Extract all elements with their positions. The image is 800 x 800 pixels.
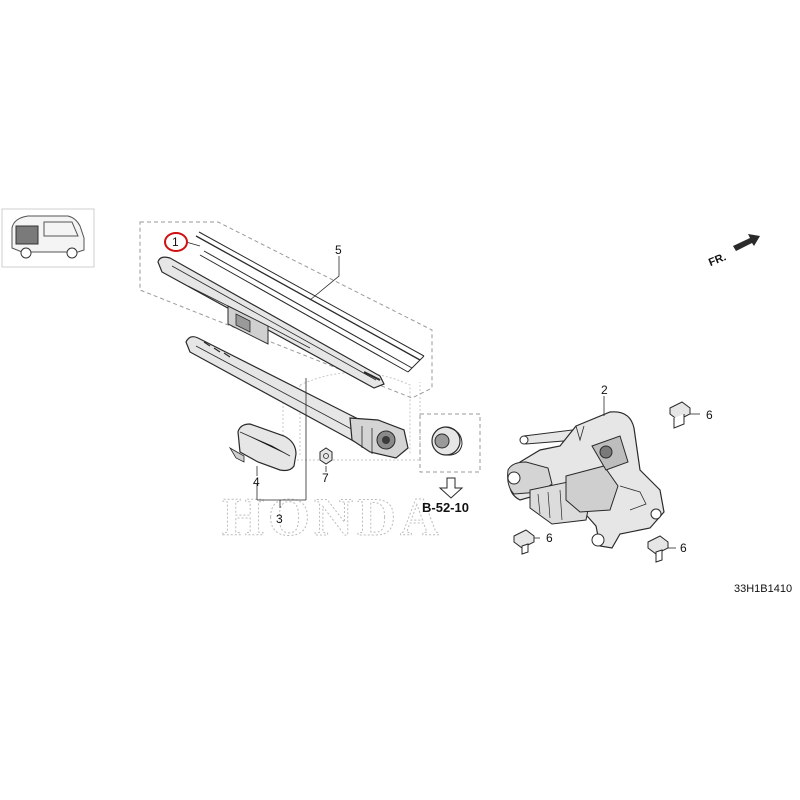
callout-6-upper: 6: [706, 408, 713, 422]
watermark-text: HONDA: [222, 487, 443, 547]
front-direction-indicator: FR.: [707, 234, 760, 269]
callout-6-lower-right: 6: [680, 541, 687, 555]
callout-4: 4: [253, 475, 260, 489]
callout-3: 3: [276, 512, 283, 526]
blade-group-boundary: [139, 221, 433, 399]
callout-labels: 1 5 2 6 6 6 7 4 3 B-52-10 33H1B1410: [164, 232, 792, 595]
callout-7: 7: [322, 471, 329, 485]
reference-code: B-52-10: [422, 500, 469, 515]
wiper-motor: [507, 411, 665, 549]
callout-5: 5: [335, 243, 342, 257]
wiper-arm: [185, 336, 409, 459]
bolt-lower-left: [513, 529, 535, 555]
wiper-blade: [157, 256, 385, 389]
reference-arrow: [438, 477, 464, 499]
arm-cap: [228, 423, 297, 472]
flange-nut: [319, 447, 333, 465]
bolt-upper: [669, 401, 691, 429]
blade-rubber: [195, 231, 425, 373]
vehicle-locator: [1, 208, 95, 268]
grommet-detail: [419, 413, 481, 473]
callout-2: 2: [601, 383, 608, 397]
callout-1: 1: [172, 235, 179, 249]
bolt-lower-right: [647, 535, 669, 563]
front-label: FR.: [707, 251, 728, 269]
honda-watermark: HONDA: [222, 372, 443, 548]
highlight-circle: [164, 232, 188, 252]
leader-lines: [185, 241, 700, 549]
diagram-code: 33H1B1410: [734, 583, 792, 595]
front-arrow-icon: [733, 234, 760, 251]
callout-6-lower-left: 6: [546, 531, 553, 545]
